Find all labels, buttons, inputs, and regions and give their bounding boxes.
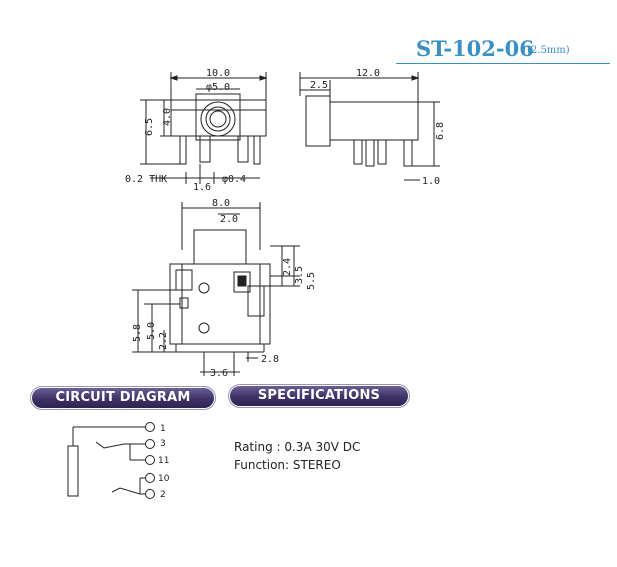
- specifications-heading: SPECIFICATIONS: [230, 386, 408, 406]
- side-view: 12.0 2.5 6.8 1.0: [299, 68, 446, 187]
- pin-label: 3: [160, 439, 166, 449]
- function-text: Function: STEREO: [234, 458, 341, 472]
- front-pin-dia-label: φ0.4: [222, 174, 246, 185]
- bottom-view: 8.0 2.0 2.4 3.5 5.5 5.8 5.0: [132, 198, 317, 379]
- side-length-label: 12.0: [356, 68, 380, 79]
- front-hole-label: φ5.0: [206, 82, 230, 93]
- model-size: (2.5mm): [527, 45, 570, 56]
- front-thickness-label: 0.2 THK: [125, 174, 167, 185]
- bottom-width-label: 8.0: [212, 198, 230, 209]
- circuit-diagram-heading: CIRCUIT DIAGRAM: [32, 388, 214, 408]
- front-inner-height-label: 4.0: [162, 108, 173, 126]
- pin-label: 1: [160, 424, 166, 434]
- bottom-d3-label: 5.5: [306, 272, 317, 290]
- front-width-label: 10.0: [206, 68, 230, 79]
- circuit-pin-labels: 1 3 11 10 2: [158, 424, 170, 500]
- side-front-label: 2.5: [310, 80, 328, 91]
- bottom-d2-label: 3.5: [294, 266, 305, 284]
- title-underline: [396, 63, 610, 64]
- front-pitch-label: 1.6: [193, 182, 211, 193]
- bottom-d6-label: 2.2: [158, 332, 169, 350]
- side-height-label: 6.8: [435, 122, 446, 140]
- product-title: ST-102-06 (2.5mm): [396, 36, 610, 66]
- bottom-inner-label: 2.0: [220, 214, 238, 225]
- pin-label: 10: [158, 474, 170, 484]
- pin-label: 2: [160, 490, 166, 500]
- front-view: 10.0 φ5.0 6.5 4.0 0.2 THK 1.6 φ0.4: [125, 68, 268, 193]
- bottom-d8-label: 2.8: [261, 354, 279, 365]
- bottom-d4-label: 5.8: [132, 324, 143, 342]
- side-offset-label: 1.0: [422, 176, 440, 187]
- front-outer-height-label: 6.5: [144, 118, 155, 136]
- bottom-d7-label: 3.6: [210, 368, 228, 379]
- circuit-diagram: [67, 422, 155, 499]
- rating-text: Rating : 0.3A 30V DC: [234, 440, 361, 454]
- model-number: ST-102-06: [416, 36, 534, 61]
- bottom-d1-label: 2.4: [282, 258, 293, 276]
- pin-label: 11: [158, 456, 169, 466]
- bottom-d5-label: 5.0: [146, 322, 157, 340]
